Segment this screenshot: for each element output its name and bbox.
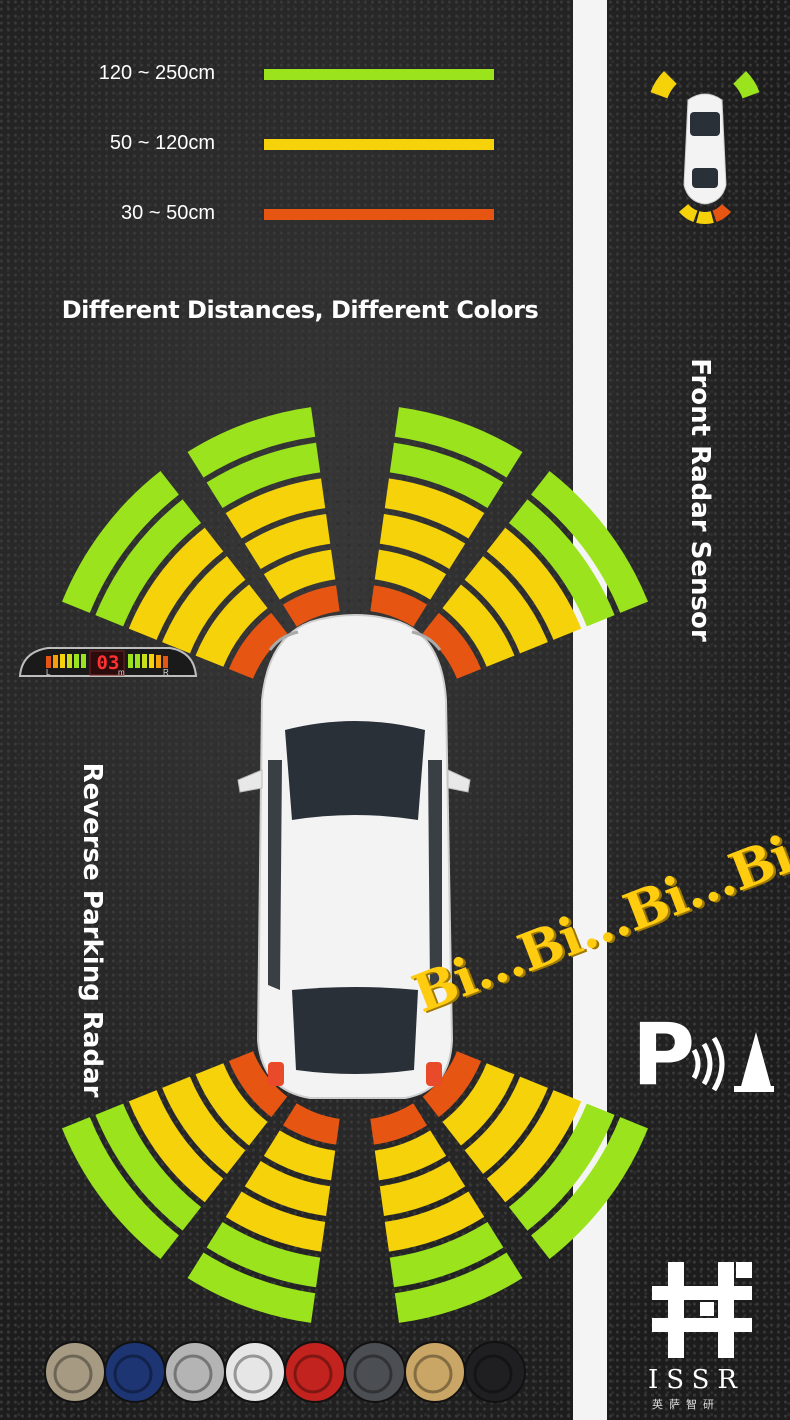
radar-zone-segment xyxy=(195,584,268,667)
display-center-label: m xyxy=(118,668,125,677)
mini-radar-segment xyxy=(712,204,732,222)
radar-zone-segment xyxy=(384,1191,485,1252)
front-radar-zones xyxy=(62,407,648,679)
radar-zone-segment xyxy=(282,585,340,627)
sensor-cap-center xyxy=(353,1354,393,1394)
radar-zone-segment xyxy=(162,1076,246,1174)
sensor-cap-center xyxy=(53,1354,93,1394)
radar-zone-segment xyxy=(95,1103,202,1231)
mini-radar-segment xyxy=(650,70,677,99)
legend-label: 120 ~ 250cm xyxy=(98,62,215,84)
legend-bar-far xyxy=(264,69,494,80)
parking-logo: P xyxy=(632,1005,696,1105)
mini-radar-segment xyxy=(678,204,698,222)
radar-zone-segment xyxy=(389,442,504,508)
legend-bar-mid xyxy=(264,139,494,150)
parking-display-panel xyxy=(18,647,198,677)
radar-zone-segment xyxy=(263,1130,336,1181)
front-radar-label: Front Radar Sensor xyxy=(685,358,715,642)
radar-zone-segment xyxy=(128,1090,224,1203)
radar-zone-segment xyxy=(370,585,428,627)
radar-zone-segment xyxy=(508,1103,615,1231)
radar-zone-segment xyxy=(531,470,648,613)
radar-zone-segment xyxy=(370,1103,428,1145)
radar-zone-segment xyxy=(263,549,336,600)
brand-subtitle: 英萨智研 xyxy=(652,1399,720,1411)
legend-label: 30 ~ 50cm xyxy=(121,202,215,224)
radar-zone-segment xyxy=(206,1222,321,1288)
legend-label: 50 ~ 120cm xyxy=(109,132,215,154)
radar-zone-segment xyxy=(128,527,224,640)
sensor-color-options xyxy=(44,1341,526,1403)
sensor-cap-center xyxy=(173,1354,213,1394)
parking-sensor-icon xyxy=(691,1032,774,1092)
display-right-label: R xyxy=(163,668,169,677)
radar-zone-segment xyxy=(379,1160,466,1216)
radar-zone-segment xyxy=(442,1063,515,1146)
radar-zone-segment xyxy=(486,527,582,640)
radar-zone-segment xyxy=(379,514,466,570)
radar-zone-segment xyxy=(389,1222,504,1288)
radar-zone-segment xyxy=(225,1191,326,1252)
sensor-cap-center xyxy=(233,1354,273,1394)
radar-zone-segment xyxy=(508,499,615,627)
mini-radar-segment xyxy=(733,70,760,99)
mini-car-diagram xyxy=(650,70,760,225)
brand-name: ISSR xyxy=(648,1365,746,1395)
headline: Different Distances, Different Colors xyxy=(61,296,539,324)
radar-zone-segment xyxy=(394,407,523,478)
display-left-label: L xyxy=(46,668,51,677)
radar-zone-segment xyxy=(228,1051,288,1118)
display-readout: 03 xyxy=(96,652,120,674)
legend-row-far: 120 ~ 250cm xyxy=(40,60,500,90)
radar-zone-segment xyxy=(464,1076,548,1174)
radar-zone-segment xyxy=(95,499,202,627)
legend-bar-near xyxy=(264,209,494,220)
radar-zone-segment xyxy=(374,549,447,600)
radar-zone-segment xyxy=(187,407,316,478)
radar-zone-segment xyxy=(374,1130,447,1181)
radar-zone-segment xyxy=(187,1252,316,1323)
radar-zone-segment xyxy=(244,514,331,570)
radar-zone-segment xyxy=(394,1252,523,1323)
radar-zone-segment xyxy=(244,1160,331,1216)
radar-zone-segment xyxy=(228,612,288,679)
radar-zone-segment xyxy=(464,556,548,654)
radar-zone-segment xyxy=(442,584,515,667)
radar-zone-segment xyxy=(422,1051,482,1118)
sensor-cap-center xyxy=(113,1354,153,1394)
car-top-view xyxy=(237,614,471,1099)
radar-zone-segment xyxy=(486,1090,582,1203)
radar-zone-segment xyxy=(195,1063,268,1146)
radar-zone-segment xyxy=(206,442,321,508)
radar-zone-segment xyxy=(62,1117,179,1260)
radar-zone-segment xyxy=(162,556,246,654)
radar-zone-segment xyxy=(531,1117,648,1260)
reverse-radar-label: Reverse Parking Radar xyxy=(77,762,107,1098)
radar-zone-segment xyxy=(62,470,179,613)
mini-radar-zones xyxy=(650,70,760,225)
sensor-cap-center xyxy=(473,1354,513,1394)
legend-row-mid: 50 ~ 120cm xyxy=(40,130,500,160)
legend-row-near: 30 ~ 50cm xyxy=(40,200,500,230)
sensor-cap-center xyxy=(293,1354,333,1394)
brand-logo xyxy=(652,1262,752,1358)
radar-zone-segment xyxy=(422,612,482,679)
sensor-cap-center xyxy=(413,1354,453,1394)
radar-zone-segment xyxy=(225,478,326,539)
rear-radar-zones xyxy=(62,1051,648,1323)
mini-radar-segment xyxy=(696,211,714,225)
radar-zone-segment xyxy=(282,1103,340,1145)
radar-zone-segment xyxy=(384,478,485,539)
